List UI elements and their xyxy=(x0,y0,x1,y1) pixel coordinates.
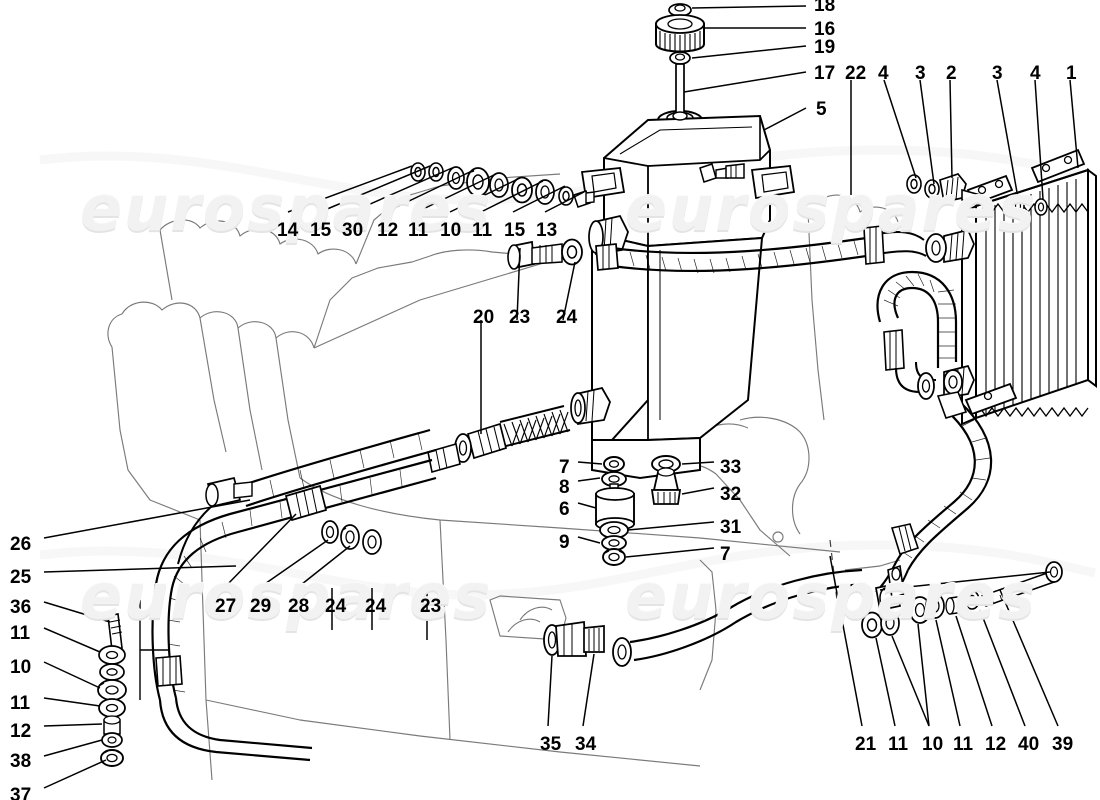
callout-label: 7 xyxy=(720,544,731,565)
callout-label: 10 xyxy=(440,220,462,241)
callout-label: 30 xyxy=(342,220,364,241)
filler-cap-and-dipstick xyxy=(655,3,705,121)
delivery-pipe xyxy=(177,428,437,565)
bottom-pipe-hardware xyxy=(362,529,382,555)
bottom-right-hardware xyxy=(861,561,1063,639)
callout-label: 11 xyxy=(953,734,974,755)
oil-pressure-switch xyxy=(650,455,682,505)
tank-lower-port xyxy=(570,386,611,426)
callout-label: 9 xyxy=(559,532,570,553)
callout-label: 38 xyxy=(10,751,32,772)
callout-label: 12 xyxy=(985,734,1007,755)
drain-plug-assembly xyxy=(595,456,635,566)
callout-label: 2 xyxy=(946,63,957,84)
callout-label: 7 xyxy=(559,457,570,478)
callout-label: 12 xyxy=(10,721,32,742)
callout-label: 19 xyxy=(814,37,836,58)
callout-label: 21 xyxy=(855,734,877,755)
callout-label: 3 xyxy=(992,63,1003,84)
callout-label: 24 xyxy=(556,307,578,328)
callout-label: 33 xyxy=(720,457,742,478)
callout-label: 18 xyxy=(814,0,836,16)
callout-label: 37 xyxy=(10,785,32,800)
callout-label: 5 xyxy=(816,99,827,120)
callout-label: 17 xyxy=(814,63,836,84)
callout-label: 28 xyxy=(288,596,310,617)
callout-leader-lines xyxy=(43,5,1079,789)
callout-label: 20 xyxy=(473,307,495,328)
callout-label: 34 xyxy=(575,734,597,755)
oil-tank xyxy=(570,110,796,480)
top-delivery-hose xyxy=(595,225,947,274)
callout-label: 24 xyxy=(325,596,347,617)
callout-label: 11 xyxy=(10,623,31,644)
callout-label: 8 xyxy=(559,477,570,498)
callout-label: 36 xyxy=(10,597,32,618)
callout-label: 14 xyxy=(277,220,299,241)
left-bolt-stack xyxy=(97,600,168,767)
callout-label: 27 xyxy=(215,596,237,617)
banjo-bolt-23-24 xyxy=(507,238,583,270)
cooler-union-fitting xyxy=(939,173,985,205)
callout-label: 39 xyxy=(1052,734,1074,755)
callout-label: 10 xyxy=(922,734,944,755)
callout-label: 11 xyxy=(472,220,493,241)
callout-label: 26 xyxy=(10,534,32,555)
callout-label: 32 xyxy=(720,484,742,505)
callout-label: 16 xyxy=(814,19,836,40)
oil-cooler-radiator xyxy=(906,148,1097,426)
callout-label: 22 xyxy=(845,63,867,84)
callout-label: 40 xyxy=(1018,734,1040,755)
callout-label: 11 xyxy=(888,734,909,755)
callout-label: 11 xyxy=(408,220,429,241)
callout-label: 3 xyxy=(915,63,926,84)
callout-label: 1 xyxy=(1066,63,1077,84)
callout-label: 35 xyxy=(540,734,562,755)
callout-label: 4 xyxy=(878,63,889,84)
callout-label: 24 xyxy=(365,596,387,617)
callout-label: 11 xyxy=(10,693,31,714)
callout-label: 6 xyxy=(559,499,570,520)
callout-label: 23 xyxy=(420,596,442,617)
bottom-center-fitting xyxy=(507,568,867,667)
callout-label: 12 xyxy=(377,220,399,241)
cooler-washer-stack xyxy=(906,174,940,199)
callout-label: 23 xyxy=(509,307,531,328)
callout-label: 4 xyxy=(1030,63,1041,84)
callout-label: 13 xyxy=(536,220,558,241)
callout-label: 15 xyxy=(310,220,332,241)
callout-label: 15 xyxy=(504,220,526,241)
scavenge-pipe xyxy=(151,458,437,762)
cooler-return-hose xyxy=(876,270,963,400)
callout-label: 10 xyxy=(10,657,32,678)
callout-label: 31 xyxy=(720,517,742,538)
engine-block-outline xyxy=(107,173,901,781)
braided-flexible-hose xyxy=(427,405,571,474)
callout-label: 25 xyxy=(10,567,32,588)
callout-label: 29 xyxy=(250,596,272,617)
